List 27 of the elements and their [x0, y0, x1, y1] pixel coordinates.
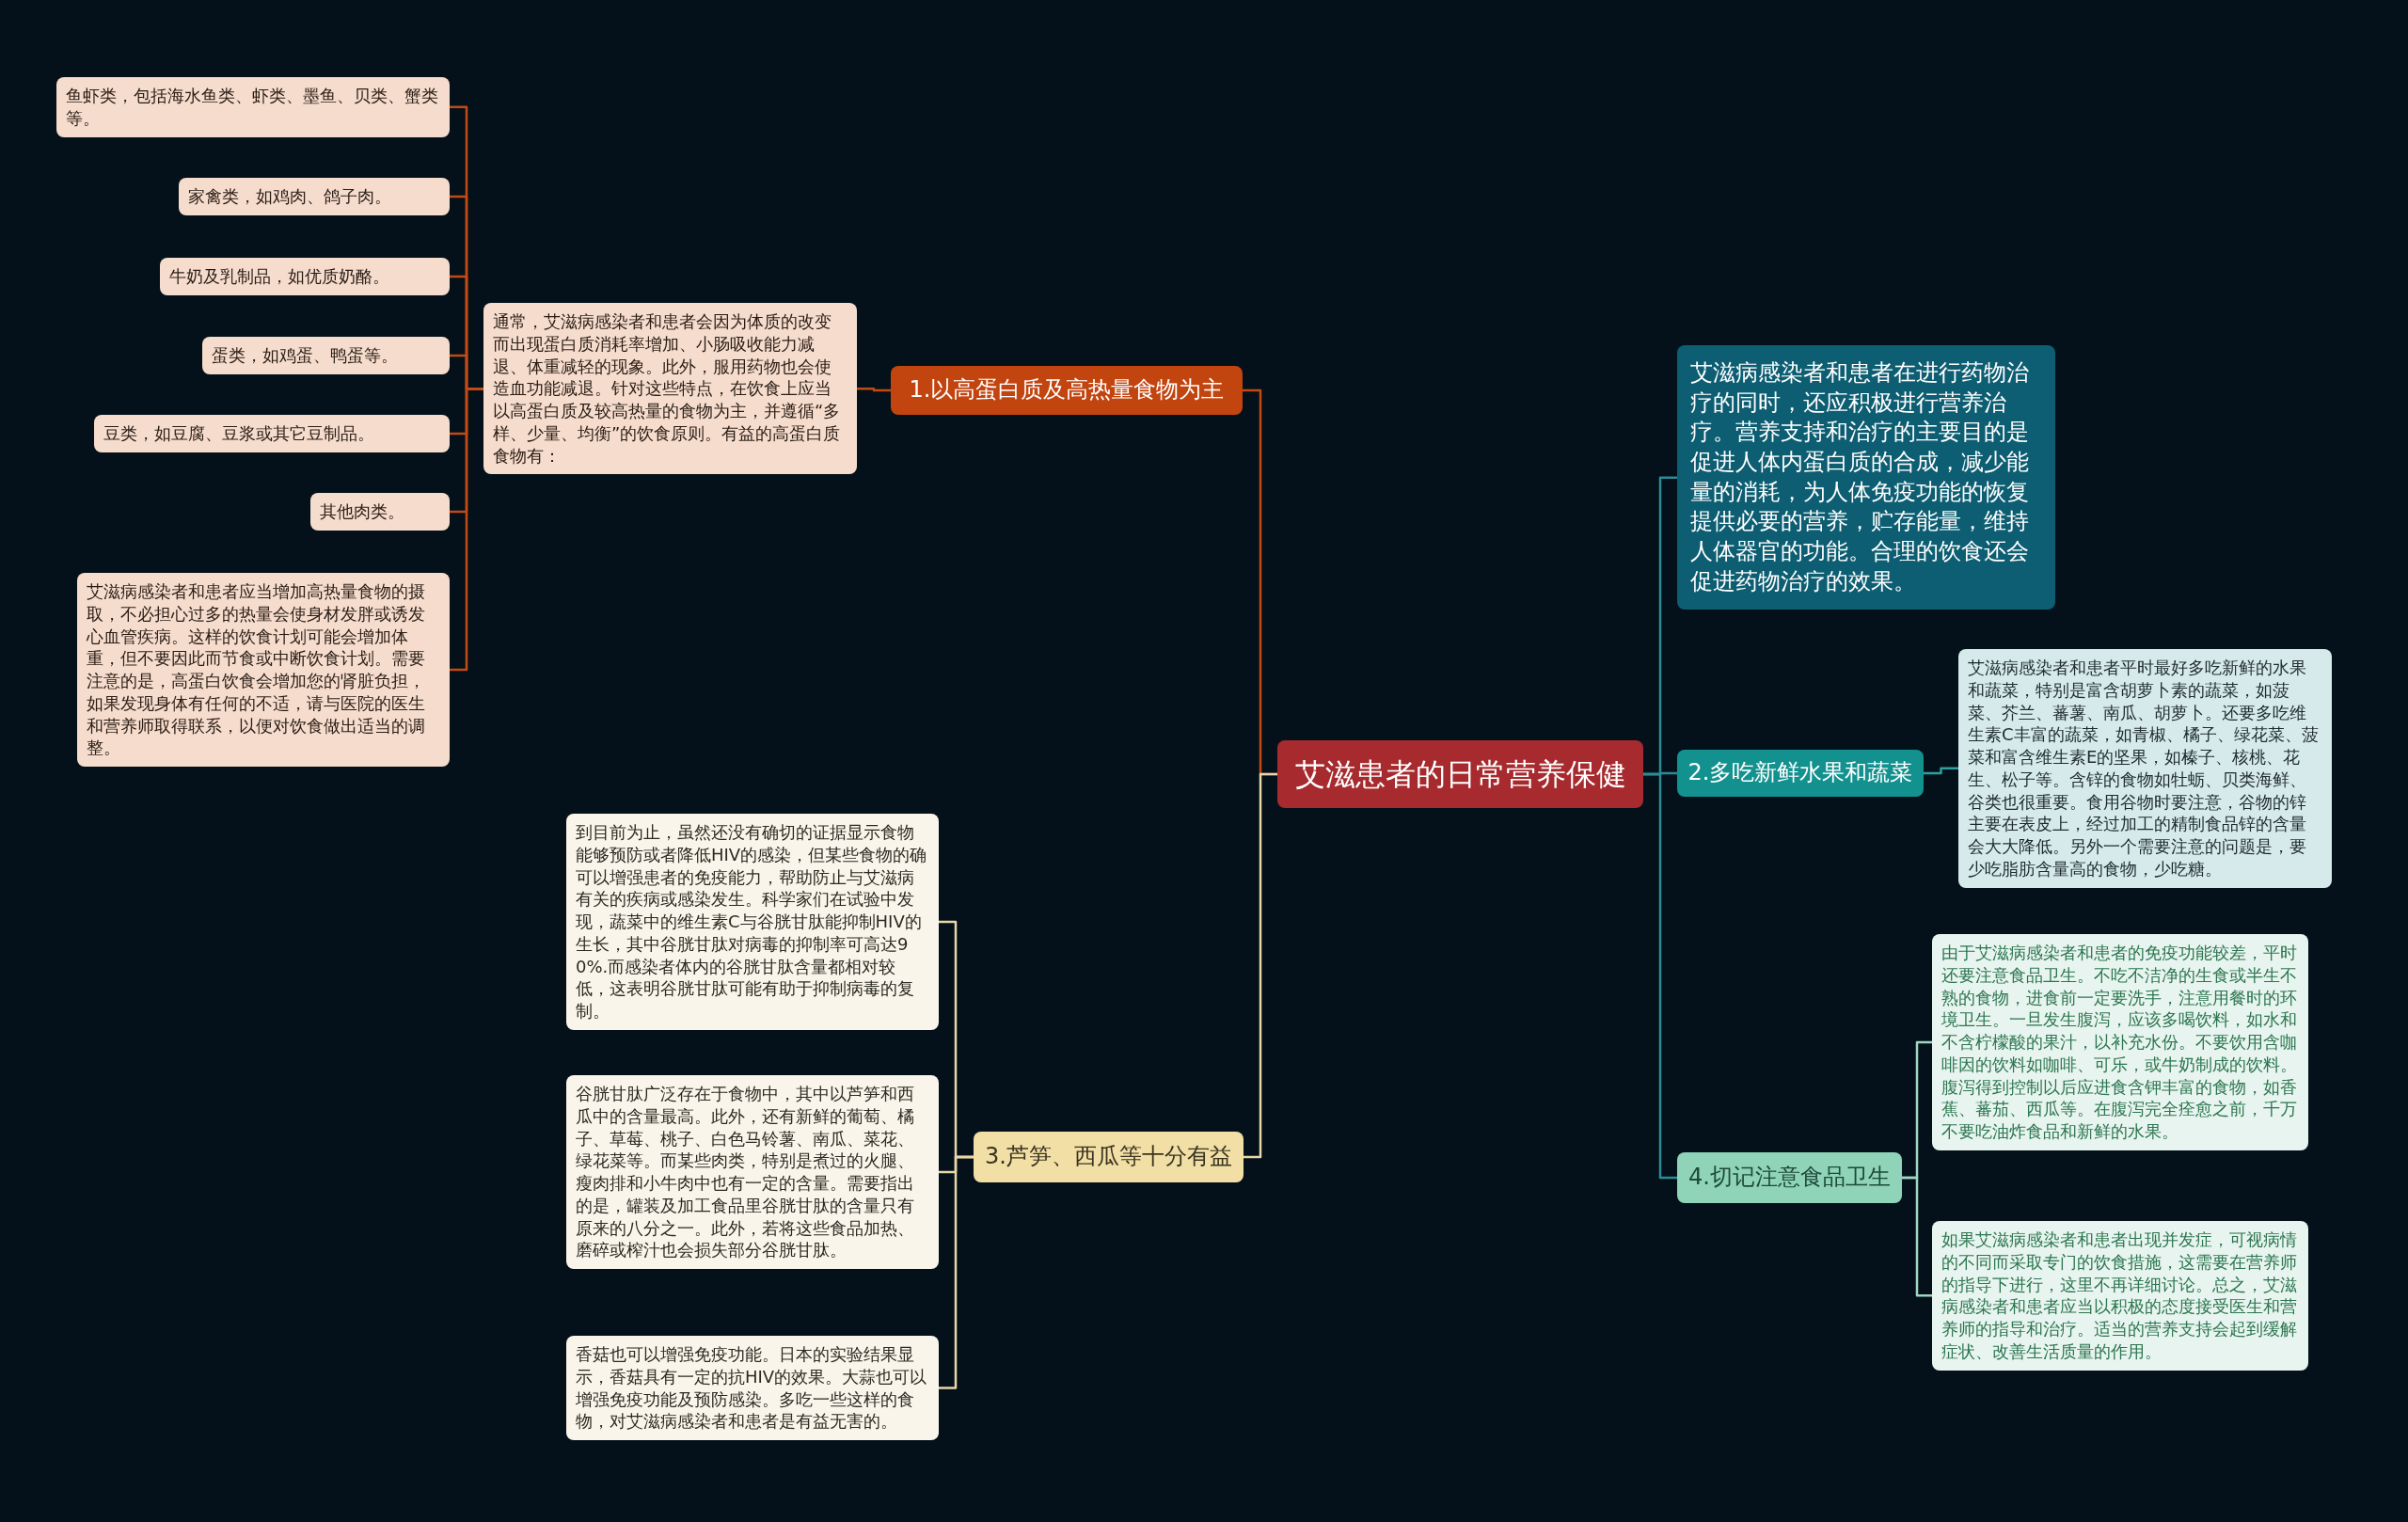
- connector-line: [1902, 1176, 1932, 1297]
- branch-topic: 1.以高蛋白质及高热量食物为主: [891, 366, 1243, 415]
- text-card: 通常，艾滋病感染者和患者会因为体质的改变而出现蛋白质消耗率增加、小肠吸收能力减退、体重减轻的现象。此外，服用药物也会使造血功能减退。针对这些特点，在饮食上应当以高蛋白质及较高热量的食物为主，并遵循“多样、少量、均衡”的饮食原则。有益的高蛋白质食物有：: [483, 303, 857, 475]
- branch-topic: 2.多吃新鲜水果和蔬菜: [1677, 750, 1924, 797]
- connector-line: [857, 387, 891, 392]
- text-card: 谷胱甘肽广泛存在于食物中，其中以芦笋和西瓜中的含量最高。此外，还有新鲜的葡萄、橘子、草莓、桃子、白色马铃薯、南瓜、菜花、绿花菜等。而某些肉类，特别是煮过的火腿、瘦肉排和小牛肉中也有一定的含量。需要指出的是，罐装及加工食品里谷胱甘肽的含量只有原来的八分之一。此外，若将这些食品加热、磨碎或榨汁也会损失部分谷胱甘肽。: [566, 1075, 939, 1269]
- text-card: 如果艾滋病感染者和患者出现并发症，可视病情的不同而采取专门的饮食措施，这需要在营养师的指导下进行，这里不再详细讨论。总之，艾滋病感染者和患者应当以积极的态度接受医生和营养师的指导和治疗。适当的营养支持会起到缓解症状、改善生活质量的作用。: [1932, 1221, 2308, 1371]
- text-card: 香菇也可以增强免疫功能。日本的实验结果显示，香菇具有一定的抗HIV的效果。大蒜也可以增强免疫功能及预防感染。多吃一些这样的食物，对艾滋病感染者和患者是有益无害的。: [566, 1336, 939, 1440]
- text-card: 鱼虾类，包括海水鱼类、虾类、墨鱼、贝类、蟹类等。: [56, 77, 450, 137]
- connector-line: [1643, 772, 1677, 1180]
- text-card: 艾滋病感染者和患者在进行药物治疗的同时，还应积极进行营养治疗。营养支持和治疗的主要目的是促进人体内蛋白质的合成，减少能量的消耗，为人体免疫功能的恢复提供必要的营养，贮存能量，维持人体器官的功能。合理的饮食还会促进药物治疗的效果。: [1677, 345, 2055, 610]
- text-card: 到目前为止，虽然还没有确切的证据显示食物能够预防或者降低HIV的感染，但某些食物的确可以增强患者的免疫能力，帮助防止与艾滋病有关的疾病或感染发生。科学家们在试验中发现，蔬菜中的维生素C与谷胱甘肽能抑制HIV的生长，其中谷胱甘肽对病毒的抑制率可高达90%.而感染者体内的谷胱甘肽含量都相对较低，这表明谷胱甘肽可能有助于抑制病毒的复制。: [566, 814, 939, 1030]
- text-card: 豆类，如豆腐、豆浆或其它豆制品。: [94, 415, 450, 452]
- text-card: 艾滋病感染者和患者应当增加高热量食物的摄取，不必担心过多的热量会使身材发胖或诱发心血管疾病。这样的饮食计划可能会增加体重，但不要因此而节食或中断饮食计划。需要注意的是，高蛋白饮食会增加您的肾脏负担，如果发现身体有任何的不适，请与医院的医生和营养师取得联系，以便对饮食做出适当的调整。: [77, 573, 450, 767]
- text-card: 艾滋病感染者和患者平时最好多吃新鲜的水果和蔬菜，特别是富含胡萝卜素的蔬菜，如菠菜、芥兰、蕃薯、南瓜、胡萝卜。还要多吃维生素C丰富的蔬菜，如青椒、橘子、绿花菜、菠菜和富含维生素E的坚果，如榛子、核桃、花生、松子等。含锌的食物如牡蛎、贝类海鲜、谷类也很重要。食用谷物时要注意，谷物的锌主要在表皮上，经过加工的精制食品锌的含量会大大降低。另外一个需要注意的问题是，要少吃脂肪含量高的食物，少吃糖。: [1958, 649, 2332, 888]
- connector-line: [939, 1155, 974, 1389]
- text-card: 蛋类，如鸡蛋、鸭蛋等。: [202, 337, 450, 374]
- connector-line: [1244, 772, 1277, 1159]
- text-card: 家禽类，如鸡肉、鸽子肉。: [179, 178, 450, 215]
- text-card: 其他肉类。: [310, 493, 450, 531]
- branch-topic: 4.切记注意食品卫生: [1677, 1152, 1902, 1203]
- connector-line: [450, 387, 483, 672]
- central-topic: 艾滋患者的日常营养保健: [1277, 740, 1643, 808]
- branch-topic: 3.芦笋、西瓜等十分有益: [974, 1132, 1244, 1182]
- text-card: 牛奶及乳制品，如优质奶酪。: [160, 258, 450, 295]
- text-card: 由于艾滋病感染者和患者的免疫功能较差，平时还要注意食品卫生。不吃不洁净的生食或半生不熟的食物，进食前一定要洗手，注意用餐时的环境卫生。一旦发生腹泻，应该多喝饮料，如水和不含柠檬酸的果汁，以补充水份。不要饮用含咖啡因的饮料如咖啡、可乐，或牛奶制成的饮料。腹泻得到控制以后应进食含钾丰富的食物，如香蕉、蕃茄、西瓜等。在腹泻完全痊愈之前，千万不要吃油炸食品和新鲜的水果。: [1932, 934, 2308, 1150]
- connector-line: [1924, 767, 1958, 775]
